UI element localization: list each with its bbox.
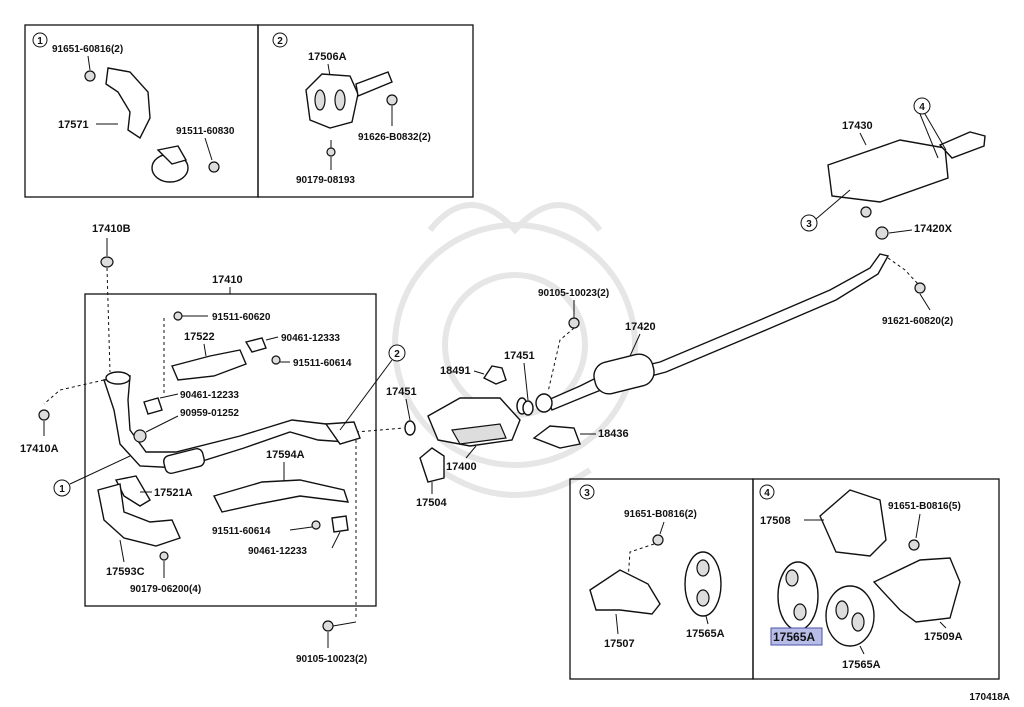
part-label-91651-B0816-5: 91651-B0816(5) bbox=[888, 501, 961, 512]
part-label-90179-06200: 90179-06200(4) bbox=[130, 584, 201, 595]
part-label-17451-a: 17451 bbox=[386, 386, 417, 398]
part-label-91621-60820: 91621-60820(2) bbox=[882, 316, 953, 327]
part-label-17508: 17508 bbox=[760, 515, 791, 527]
part-label-17565A-box3: 17565A bbox=[686, 628, 725, 640]
main-exhaust-pipe: 17420 91621-60820(2) 90105-10023(2) 1740… bbox=[355, 253, 953, 509]
callout-1-main-label: 1 bbox=[59, 484, 65, 495]
nut-icon bbox=[159, 551, 169, 561]
part-label-91511-60620: 91511-60620 bbox=[212, 312, 271, 323]
part-label-91626-B0832: 91626-B0832(2) bbox=[358, 132, 431, 143]
muffler-17430-shape bbox=[827, 139, 949, 203]
part-label-17506A: 17506A bbox=[308, 51, 347, 63]
bracket-17507-shape bbox=[589, 569, 661, 615]
part-label-17504: 17504 bbox=[416, 497, 447, 509]
bolt-icon bbox=[386, 94, 398, 106]
part-label-17507: 17507 bbox=[604, 638, 635, 650]
part-label-91511-60830: 91511-60830 bbox=[176, 126, 235, 137]
support-17504-shape bbox=[419, 447, 445, 483]
part-label-90179-08193: 90179-08193 bbox=[296, 175, 355, 186]
gasket-icon bbox=[875, 226, 889, 240]
inset-box-1: 1 91651-60816(2) 17571 91511-60830 bbox=[24, 24, 259, 198]
bracket-17508-shape bbox=[819, 489, 887, 557]
tailpipe-shape bbox=[938, 131, 986, 159]
bolt-icon bbox=[271, 355, 281, 365]
callout-2-label: 2 bbox=[277, 36, 283, 47]
part-label-17400: 17400 bbox=[446, 461, 477, 473]
rubber-mount-17506A-shape bbox=[305, 73, 359, 129]
hanger-17565A-right-shape bbox=[825, 585, 875, 647]
bolt-icon bbox=[173, 311, 183, 321]
part-label-17410A: 17410A bbox=[20, 443, 59, 455]
heat-insulator-17522-shape bbox=[171, 349, 247, 381]
inset-box-3: 3 91651-B0816(2) 17507 17565A bbox=[569, 478, 754, 680]
part-label-17420X: 17420X bbox=[914, 223, 953, 235]
part-label-18436: 18436 bbox=[598, 428, 629, 440]
figure-id: 170418A bbox=[969, 692, 1010, 703]
callout-3-label: 3 bbox=[584, 488, 590, 499]
nut-icon bbox=[38, 409, 50, 421]
inset-box-2: 2 17506A 91626-B0832(2) 90179-08193 bbox=[257, 24, 474, 198]
heat-insulator-18436-shape bbox=[532, 425, 581, 449]
part-label-90461-12233-top: 90461-12233 bbox=[180, 390, 239, 401]
insulator-17593C-shape bbox=[97, 483, 181, 547]
clip-icon bbox=[133, 429, 147, 443]
bolt-icon bbox=[322, 620, 334, 632]
part-label-90461-12333: 90461-12333 bbox=[281, 333, 340, 344]
nut-icon bbox=[326, 147, 336, 157]
bracket-18491-shape bbox=[482, 365, 507, 385]
part-label-17594A: 17594A bbox=[266, 449, 305, 461]
front-pipe-box: 17410 17410B 17410A 2 1 91511-60620 1752… bbox=[20, 223, 406, 620]
part-label-90461-12233-bot: 90461-12233 bbox=[248, 546, 307, 557]
callout-4-top-label: 4 bbox=[919, 102, 925, 113]
part-label-91651-B0816-2: 91651-B0816(2) bbox=[624, 509, 697, 520]
bracket-17509A-shape bbox=[872, 557, 961, 623]
inset-box-4: 4 17508 91651-B0816(5) 17509A 17565A 175… bbox=[752, 478, 1000, 680]
gasket-17410B-icon bbox=[100, 256, 114, 268]
bolt-icon bbox=[84, 70, 96, 82]
part-label-17521A: 17521A bbox=[154, 487, 193, 499]
bolt-icon bbox=[311, 520, 321, 530]
bolt-icon bbox=[908, 539, 920, 551]
callout-4-label: 4 bbox=[764, 488, 770, 499]
part-label-17593C: 17593C bbox=[106, 566, 145, 578]
callout-2-main-label: 2 bbox=[394, 349, 400, 360]
callout-1-label: 1 bbox=[37, 36, 43, 47]
tailpipe-muffler-group: 17430 4 3 17420X bbox=[800, 97, 986, 240]
part-label-91511-60614-bot: 91511-60614 bbox=[212, 526, 271, 537]
insulator-17521A-shape bbox=[114, 475, 151, 507]
part-label-18491: 18491 bbox=[440, 365, 471, 377]
part-label-17571: 17571 bbox=[58, 119, 89, 131]
part-label-90105-10023-top: 90105-10023(2) bbox=[538, 288, 609, 299]
gasket-17451-left-shape bbox=[404, 420, 416, 436]
part-label-17420: 17420 bbox=[625, 321, 656, 333]
part-label-17430: 17430 bbox=[842, 120, 873, 132]
highlight-box bbox=[770, 627, 823, 646]
part-label-91511-60614-top: 91511-60614 bbox=[293, 358, 352, 369]
bolt-90105-bottom: 90105-10023(2) bbox=[296, 620, 367, 665]
insulator-17594A-shape bbox=[212, 479, 350, 513]
part-label-17509A: 17509A bbox=[924, 631, 963, 643]
part-label-17565A-box4: 17565A bbox=[842, 659, 881, 671]
part-label-90105-10023-bot: 90105-10023(2) bbox=[296, 654, 367, 665]
part-label-90959-01252: 90959-01252 bbox=[180, 408, 239, 419]
part-label-17451-b: 17451 bbox=[504, 350, 535, 362]
part-label-17410: 17410 bbox=[212, 274, 243, 286]
hanger-17565A-shape bbox=[684, 551, 722, 617]
bolt-icon bbox=[652, 534, 664, 546]
bolt-icon bbox=[914, 282, 926, 294]
part-label-17410B: 17410B bbox=[92, 223, 131, 235]
bolt-icon bbox=[568, 317, 580, 329]
bolt-icon bbox=[208, 161, 220, 173]
part-label-91651-60816: 91651-60816(2) bbox=[52, 44, 123, 55]
part-label-17565A-highlighted: 17565A bbox=[773, 630, 815, 644]
resonator-shape bbox=[593, 353, 655, 395]
bracket-17571-shape bbox=[105, 67, 151, 140]
callout-3-top-label: 3 bbox=[806, 219, 812, 230]
part-label-17522: 17522 bbox=[184, 331, 215, 343]
